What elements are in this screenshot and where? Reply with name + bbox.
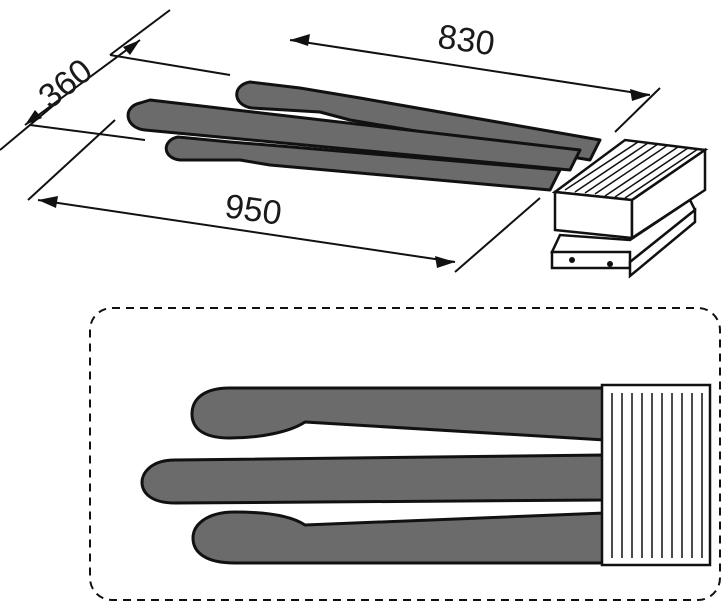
dimension-label-360: 360 <box>32 51 100 116</box>
arm-middle-plan <box>140 453 607 505</box>
base-slats <box>564 141 699 199</box>
isometric-view: 360 830 950 <box>0 9 709 279</box>
arm-front-iso <box>164 135 562 192</box>
arm-bottom-plan <box>191 510 607 565</box>
plan-view <box>89 307 721 601</box>
arm-top-plan <box>190 386 607 442</box>
dimension-label-830: 830 <box>436 18 497 64</box>
plan-view-border <box>89 307 721 601</box>
dimension-label-950: 950 <box>223 187 284 233</box>
arm-middle-iso <box>126 98 582 172</box>
dimension-950: 950 <box>27 119 541 273</box>
dimension-830: 830 <box>289 18 661 133</box>
plan-base-block <box>600 383 712 567</box>
isometric-arms <box>126 80 602 192</box>
isometric-base <box>550 138 709 279</box>
